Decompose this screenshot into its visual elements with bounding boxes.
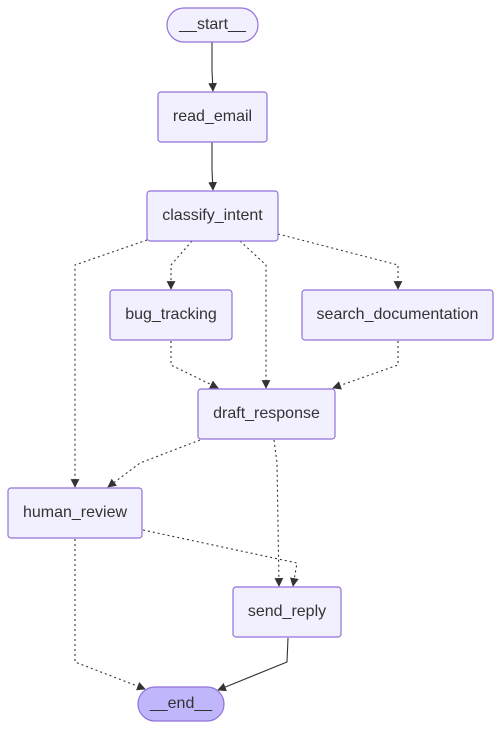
node-start[interactable]: __start__ — [166, 7, 259, 43]
edge-send-reply-end — [217, 637, 289, 692]
edge-draft-response-human-review — [107, 439, 201, 488]
node-send-reply[interactable]: send_reply — [232, 586, 342, 638]
node-draft-response[interactable]: draft_response — [197, 388, 336, 440]
edge-start-read-email — [208, 42, 218, 92]
edge-classify-intent-search-documentation — [277, 233, 403, 290]
node-send-reply-label: send_reply — [248, 603, 326, 620]
edge-human-review-end — [74, 539, 146, 691]
edge-classify-intent-draft-response — [239, 240, 271, 389]
node-bug-tracking-label: bug_tracking — [125, 306, 217, 323]
node-classify-intent-label: classify_intent — [162, 207, 263, 224]
node-end-label: __end__ — [149, 695, 213, 712]
edge-read-email-classify-intent — [208, 142, 217, 191]
node-search-documentation[interactable]: search_documentation — [301, 289, 494, 341]
edge-human-review-send-reply — [142, 529, 299, 587]
edge-search-documentation-draft-response — [332, 341, 399, 390]
edge-bug-tracking-draft-response — [170, 341, 219, 389]
node-human-review-label: human_review — [23, 504, 128, 521]
node-draft-response-label: draft_response — [213, 405, 320, 422]
node-search-documentation-label: search_documentation — [317, 306, 479, 323]
node-read-email[interactable]: read_email — [157, 91, 268, 143]
node-bug-tracking[interactable]: bug_tracking — [109, 289, 233, 341]
node-read-email-label: read_email — [173, 108, 252, 125]
edge-draft-response-send-reply — [273, 439, 284, 587]
node-human-review[interactable]: human_review — [7, 487, 143, 539]
node-classify-intent[interactable]: classify_intent — [146, 190, 279, 242]
node-start-label: __start__ — [178, 16, 247, 33]
edge-classify-intent-bug-tracking — [166, 240, 193, 290]
edge-classify-intent-human-review — [70, 239, 148, 488]
node-end[interactable]: __end__ — [137, 686, 225, 722]
